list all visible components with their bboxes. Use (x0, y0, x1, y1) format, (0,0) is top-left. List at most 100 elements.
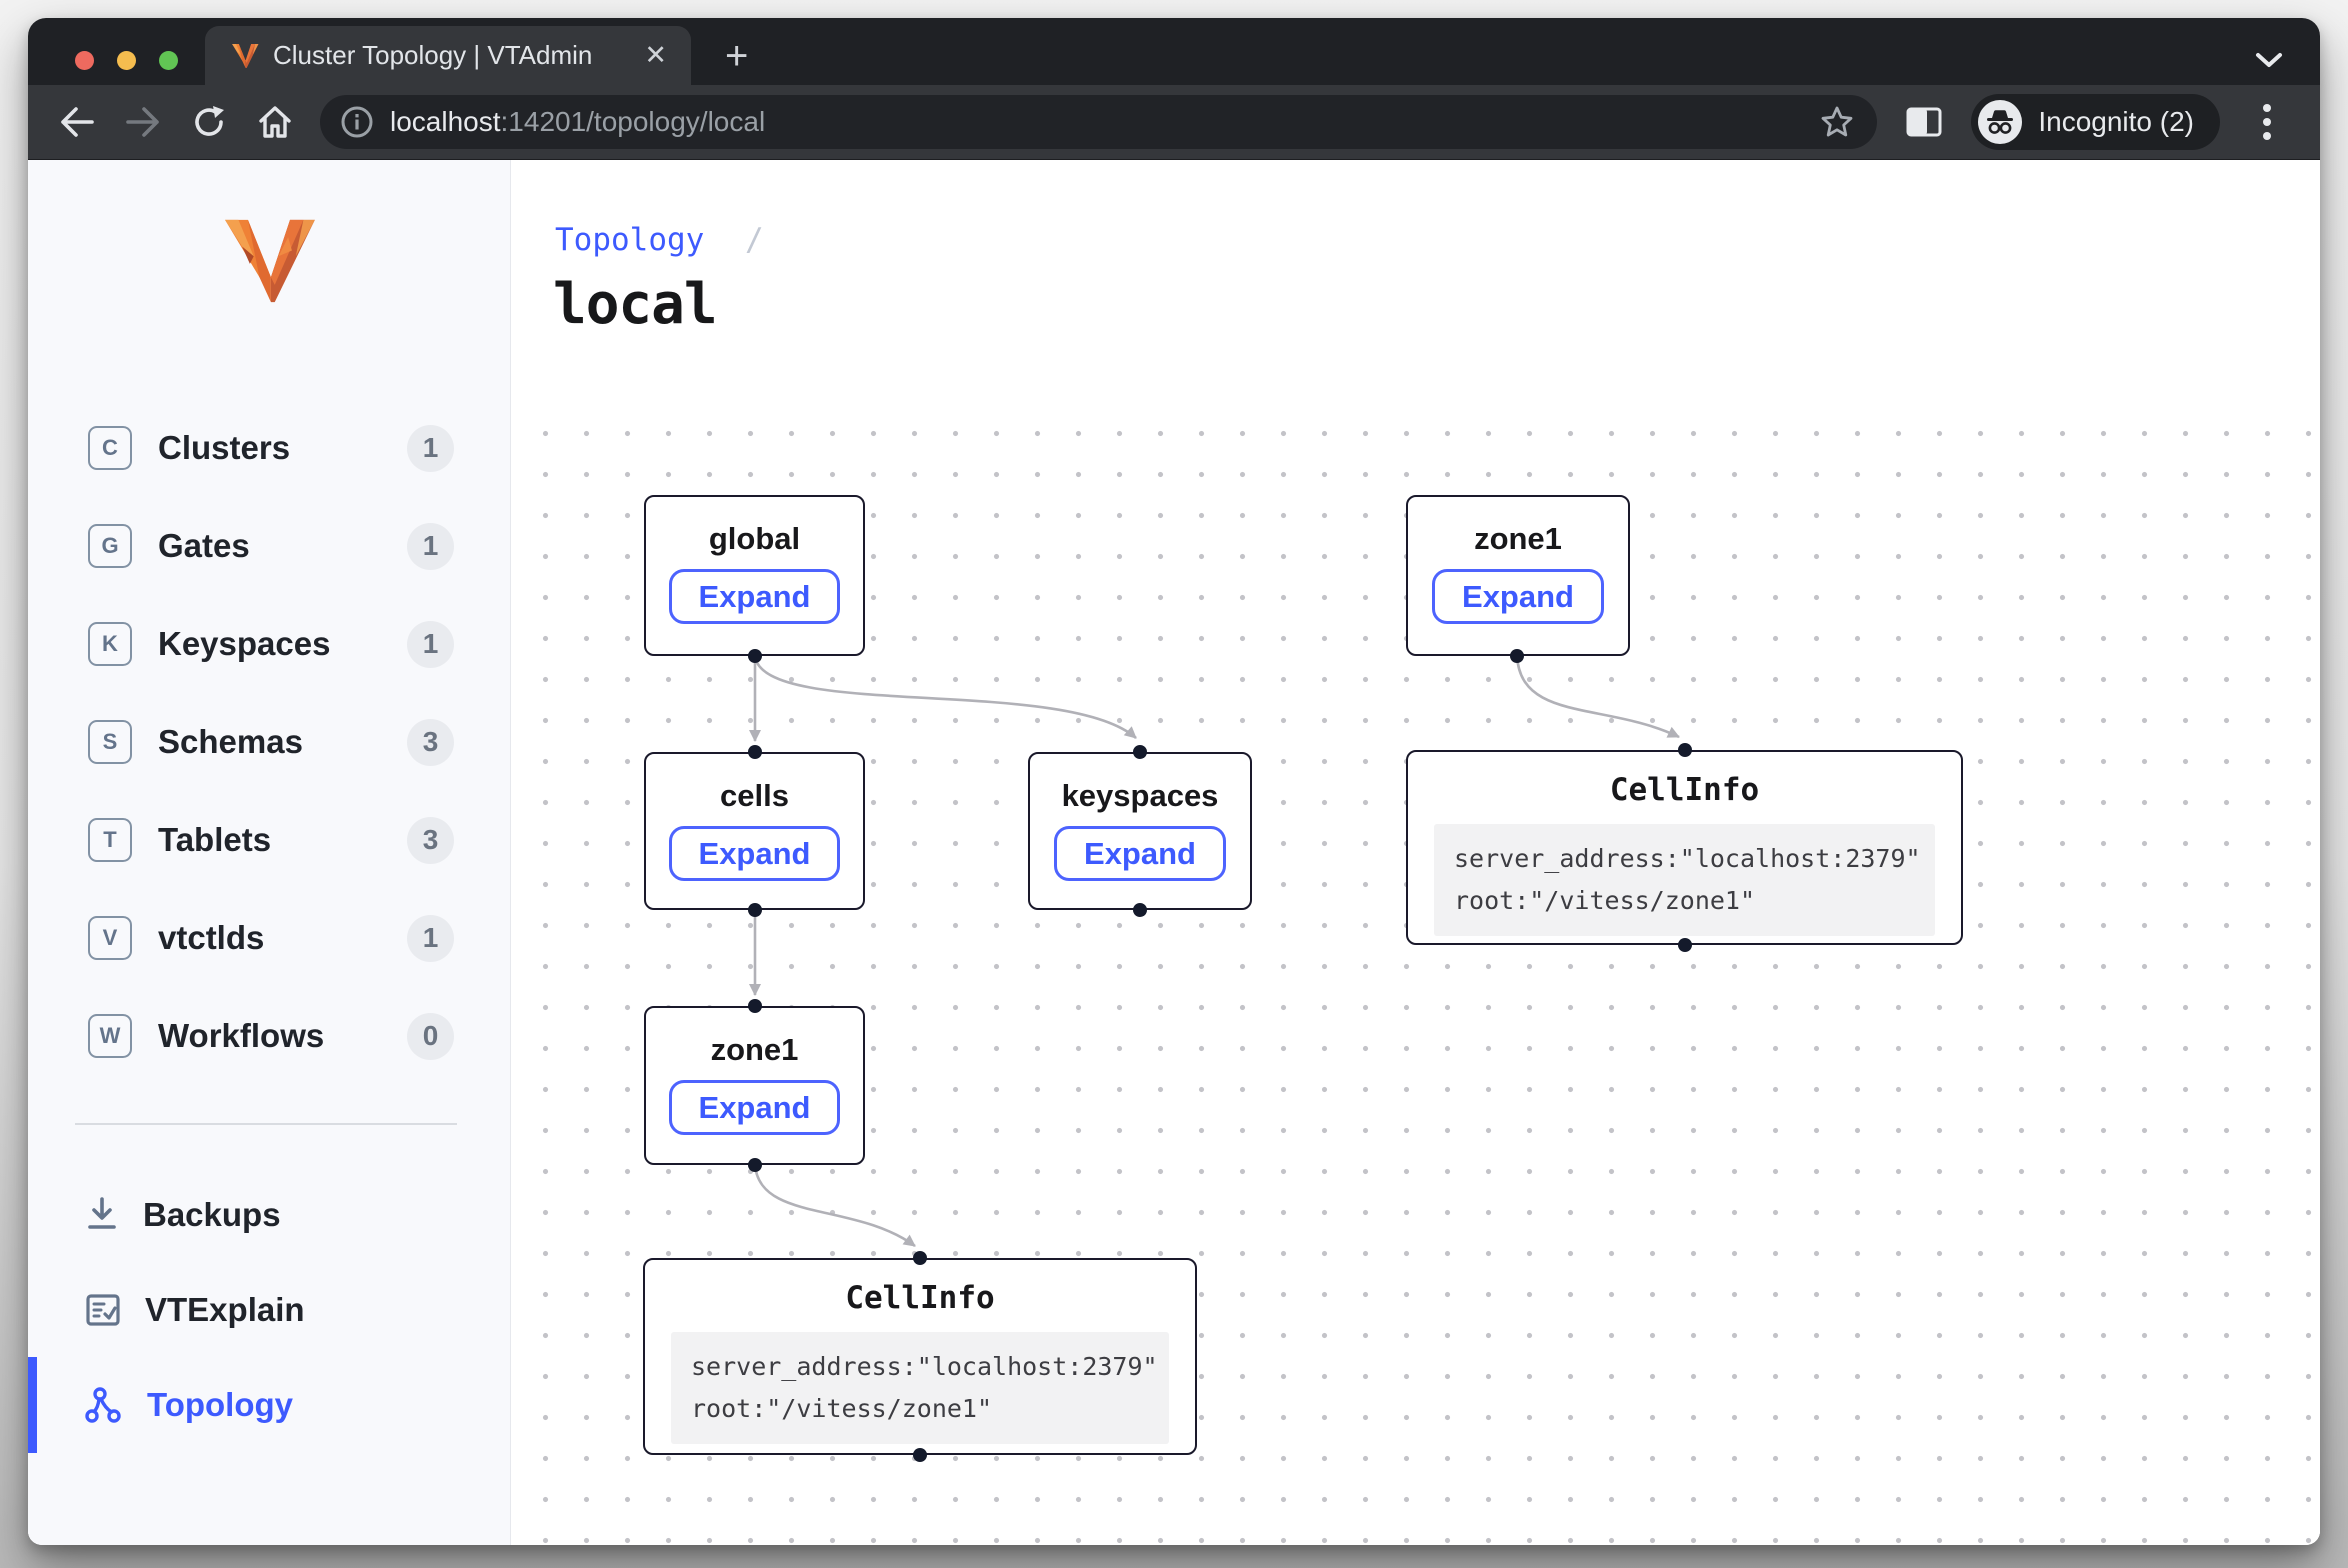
vitess-favicon (231, 43, 259, 69)
sidebar-item-vtexplain[interactable]: VTExplain (28, 1275, 510, 1345)
address-bar[interactable]: localhost:14201/topology/local (320, 95, 1877, 149)
forward-button[interactable] (114, 93, 172, 151)
url-text: localhost:14201/topology/local (390, 106, 1803, 138)
download-icon (85, 1197, 119, 1233)
node-title: global (709, 521, 800, 557)
count-badge: 0 (407, 1013, 454, 1060)
count-badge: 1 (407, 621, 454, 668)
maximize-window-button[interactable] (159, 51, 178, 70)
node-title: zone1 (711, 1032, 799, 1068)
browser-menu-button[interactable] (2238, 93, 2296, 151)
sidebar-divider (75, 1123, 457, 1125)
node-zone1-top[interactable]: zone1 Expand (1406, 495, 1630, 656)
clusters-letter-icon: C (88, 426, 132, 470)
incognito-label: Incognito (2) (2038, 106, 2194, 138)
three-dot-menu-icon (2262, 103, 2272, 141)
sidebar-item-label: Tablets (158, 821, 271, 859)
close-window-button[interactable] (75, 51, 94, 70)
expand-zone1-button[interactable]: Expand (1432, 569, 1604, 624)
sidebar-item-label: Clusters (158, 429, 290, 467)
expand-cells-button[interactable]: Expand (669, 826, 841, 881)
count-badge: 3 (407, 719, 454, 766)
browser-window: Cluster Topology | VTAdmin ✕ + (28, 18, 2320, 1545)
sidebar-item-vtctlds[interactable]: V vtctlds 1 (28, 905, 510, 971)
tab-title: Cluster Topology | VTAdmin (273, 40, 624, 71)
expand-keyspaces-button[interactable]: Expand (1054, 826, 1226, 881)
reload-button[interactable] (180, 93, 238, 151)
node-title: cells (720, 778, 789, 814)
tablets-letter-icon: T (88, 818, 132, 862)
node-title: zone1 (1474, 521, 1562, 557)
bookmark-star-icon[interactable] (1819, 104, 1855, 140)
node-zone1-lower[interactable]: zone1 Expand (644, 1006, 865, 1165)
window-controls (75, 51, 178, 70)
expand-global-button[interactable]: Expand (669, 569, 841, 624)
browser-tab[interactable]: Cluster Topology | VTAdmin ✕ (205, 26, 691, 85)
sidebar-item-label: Schemas (158, 723, 303, 761)
active-nav-indicator (28, 1357, 37, 1453)
keyspaces-letter-icon: K (88, 622, 132, 666)
count-badge: 1 (407, 425, 454, 472)
back-button[interactable] (48, 93, 106, 151)
count-badge: 3 (407, 817, 454, 864)
breadcrumb: Topology / (555, 222, 764, 258)
vitess-logo (221, 218, 317, 304)
browser-toolbar: localhost:14201/topology/local (28, 85, 2320, 160)
count-badge: 1 (407, 915, 454, 962)
sidebar: C Clusters 1 G Gates 1 K Keyspaces 1 S S… (28, 160, 511, 1545)
sidebar-item-label: VTExplain (145, 1291, 305, 1329)
workflows-letter-icon: W (88, 1014, 132, 1058)
node-global[interactable]: global Expand (644, 495, 865, 656)
node-title: keyspaces (1062, 778, 1219, 814)
sidebar-item-tablets[interactable]: T Tablets 3 (28, 807, 510, 873)
topology-page: Topology / local global Expand zone1 Exp… (511, 160, 2320, 1545)
topology-icon (85, 1386, 123, 1424)
node-title: CellInfo (845, 1280, 994, 1316)
sidebar-item-label: vtctlds (158, 919, 264, 957)
breadcrumb-topology-link[interactable]: Topology (555, 222, 704, 258)
cellinfo-code-block: server_address:"localhost:2379" root:"/v… (1434, 824, 1935, 936)
vtctlds-letter-icon: V (88, 916, 132, 960)
sidebar-tools: Backups VTExplain (28, 1180, 510, 1465)
home-button[interactable] (246, 93, 304, 151)
sidebar-item-label: Gates (158, 527, 250, 565)
breadcrumb-separator: / (745, 222, 764, 258)
forward-icon (124, 105, 162, 139)
tab-close-icon[interactable]: ✕ (638, 40, 673, 71)
node-cellinfo-bottom[interactable]: CellInfo server_address:"localhost:2379"… (643, 1258, 1197, 1455)
document-check-icon (85, 1293, 121, 1327)
site-info-icon[interactable] (340, 105, 374, 139)
sidebar-item-keyspaces[interactable]: K Keyspaces 1 (28, 611, 510, 677)
schemas-letter-icon: S (88, 720, 132, 764)
code-line: server_address:"localhost:2379" (691, 1346, 1149, 1388)
incognito-icon (1985, 109, 2015, 135)
tab-strip: Cluster Topology | VTAdmin ✕ + (28, 18, 2320, 85)
node-cellinfo-right[interactable]: CellInfo server_address:"localhost:2379"… (1406, 750, 1963, 945)
url-host: localhost (390, 106, 501, 137)
gates-letter-icon: G (88, 524, 132, 568)
minimize-window-button[interactable] (117, 51, 136, 70)
sidebar-item-label: Keyspaces (158, 625, 330, 663)
reload-icon (191, 104, 227, 140)
sidebar-item-schemas[interactable]: S Schemas 3 (28, 709, 510, 775)
node-title: CellInfo (1610, 772, 1759, 808)
sidebar-item-gates[interactable]: G Gates 1 (28, 513, 510, 579)
sidebar-item-backups[interactable]: Backups (28, 1180, 510, 1250)
home-icon (256, 104, 294, 140)
sidebar-item-label: Workflows (158, 1017, 324, 1055)
expand-zone1-lower-button[interactable]: Expand (669, 1080, 841, 1135)
node-cells[interactable]: cells Expand (644, 752, 865, 910)
side-panel-button[interactable] (1895, 93, 1953, 151)
sidebar-item-topology[interactable]: Topology (28, 1370, 510, 1440)
cellinfo-code-block: server_address:"localhost:2379" root:"/v… (671, 1332, 1169, 1444)
tab-search-chevron-icon[interactable] (2252, 49, 2286, 71)
sidebar-item-clusters[interactable]: C Clusters 1 (28, 415, 510, 481)
back-icon (58, 105, 96, 139)
node-keyspaces[interactable]: keyspaces Expand (1028, 752, 1252, 910)
incognito-badge: Incognito (2) (1971, 94, 2220, 150)
sidebar-item-workflows[interactable]: W Workflows 0 (28, 1003, 510, 1069)
sidebar-nav: C Clusters 1 G Gates 1 K Keyspaces 1 S S… (28, 415, 510, 1101)
url-path: :14201/topology/local (501, 106, 766, 137)
side-panel-icon (1906, 107, 1942, 137)
new-tab-button[interactable]: + (715, 34, 758, 85)
